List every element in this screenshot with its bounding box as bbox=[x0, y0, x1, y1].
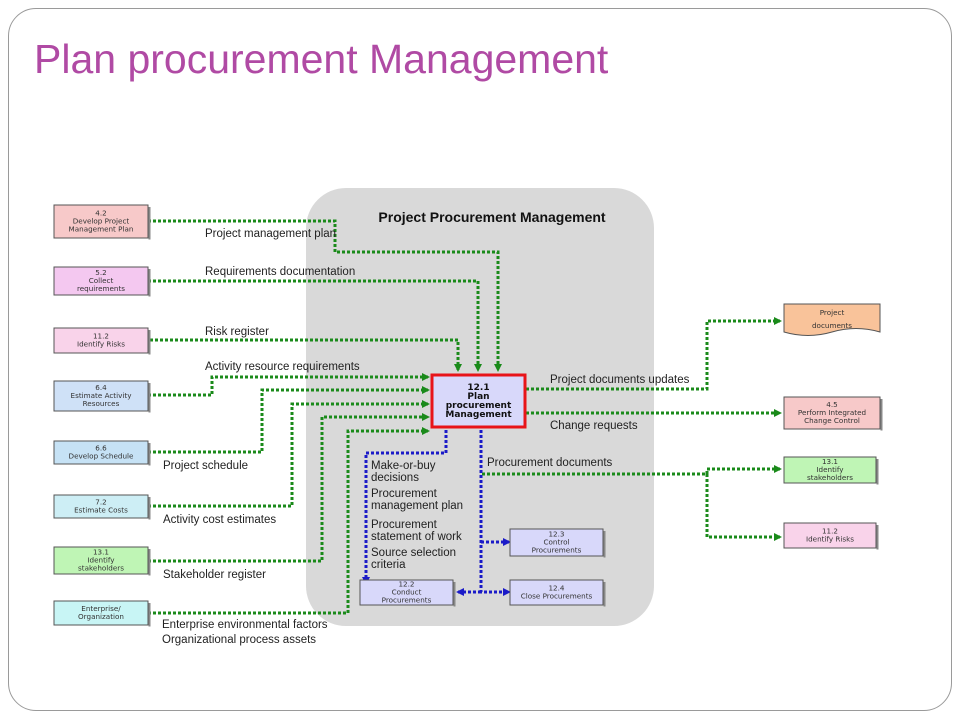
develop-project-management-plan-box-text: 4.2 bbox=[95, 209, 106, 218]
input-label: Organizational process assets bbox=[162, 634, 316, 646]
develop-schedule-box-text: 6.6 bbox=[95, 444, 107, 453]
output-label: Procurement documents bbox=[487, 457, 613, 469]
output-flows bbox=[482, 317, 782, 541]
develop-project-management-plan-box-text: Develop Project bbox=[73, 217, 130, 226]
internal-output-label: Procurement bbox=[371, 519, 438, 531]
conduct-procurements-box-text: Procurements bbox=[382, 596, 432, 605]
input-label: Stakeholder register bbox=[163, 569, 266, 581]
enterprise-organization-box: Enterprise/Organization bbox=[53, 600, 151, 627]
internal-output-label: decisions bbox=[371, 472, 419, 484]
input-flows bbox=[148, 219, 502, 615]
input-label: Activity resource requirements bbox=[205, 361, 360, 373]
develop-schedule-box-text: Develop Schedule bbox=[69, 452, 134, 461]
perform-integrated-change-control-box-text: 4.5 bbox=[826, 400, 837, 409]
input-label: Project management plan bbox=[205, 228, 336, 240]
identify-stakeholders-output-box-text: 13.1 bbox=[822, 457, 838, 466]
close-procurements-box-text: Close Procurements bbox=[521, 592, 593, 601]
close-procurements-box-text: 12.4 bbox=[548, 584, 564, 593]
identify-risks-box-text: Identify Risks bbox=[77, 340, 125, 349]
output-label: Project documents updates bbox=[550, 374, 690, 386]
identify-stakeholders-box-text: Identify bbox=[87, 556, 115, 565]
perform-integrated-change-control-box-text: Perform Integrated bbox=[798, 408, 866, 417]
identify-risks-box-text: 11.2 bbox=[93, 332, 109, 341]
input-label: Activity cost estimates bbox=[163, 514, 276, 526]
internal-output-label: Procurement bbox=[371, 488, 438, 500]
plan-procurement-management-box-text: procurement bbox=[446, 401, 512, 411]
control-procurements-box-text: Procurements bbox=[532, 546, 582, 555]
internal-output-label: Make-or-buy bbox=[371, 460, 436, 472]
estimate-activity-resources-box-text: 6.4 bbox=[95, 383, 107, 392]
identify-stakeholders-output-box-text: Identify bbox=[816, 465, 844, 474]
control-procurements-box-text: 12.3 bbox=[548, 530, 564, 539]
identify-stakeholders-output-box-text: stakeholders bbox=[807, 473, 853, 482]
plan-procurement-management-box-text: Plan bbox=[467, 392, 489, 402]
enterprise-organization-box-text: Enterprise/ bbox=[81, 604, 121, 613]
input-label: Project schedule bbox=[163, 460, 248, 472]
collect-requirements-box-text: Collect bbox=[89, 276, 114, 285]
conduct-procurements-box-text: 12.2 bbox=[398, 580, 414, 589]
input-label: Requirements documentation bbox=[205, 266, 355, 278]
estimate-costs-box-text: 7.2 bbox=[95, 498, 106, 507]
estimate-costs-box-text: Estimate Costs bbox=[74, 506, 128, 515]
identify-risks-output-box-text: Identify Risks bbox=[806, 535, 854, 544]
output-label: Change requests bbox=[550, 420, 638, 432]
project-documents-box: Project documents bbox=[783, 303, 881, 336]
project-documents-box-text: Project bbox=[820, 308, 845, 317]
page-title: Plan procurement Management bbox=[34, 36, 609, 82]
identify-stakeholders-box-text: 13.1 bbox=[93, 548, 109, 557]
enterprise-organization-box-text: Organization bbox=[78, 612, 124, 621]
plan-procurement-management-box-text: 12.1 bbox=[467, 383, 489, 393]
identify-risks-output-box-text: 11.2 bbox=[822, 527, 838, 536]
estimate-activity-resources-box-text: Estimate Activity bbox=[71, 391, 133, 400]
develop-project-management-plan-box-text: Management Plan bbox=[69, 225, 134, 234]
project-documents-box-text: documents bbox=[812, 321, 852, 330]
control-procurements-box-text: Control bbox=[544, 538, 570, 547]
internal-output-label: Source selection bbox=[371, 547, 456, 559]
identify-stakeholders-box-text: stakeholders bbox=[78, 564, 124, 573]
internal-output-label: criteria bbox=[371, 559, 406, 571]
internal-output-label: management plan bbox=[371, 500, 463, 512]
internal-output-label: statement of work bbox=[371, 531, 462, 543]
internal-flows bbox=[362, 430, 511, 596]
perform-integrated-change-control-box-text: Change Control bbox=[804, 416, 860, 425]
conduct-procurements-box-text: Conduct bbox=[392, 588, 422, 597]
collect-requirements-box-text: 5.2 bbox=[95, 268, 106, 277]
region-title: Project Procurement Management bbox=[378, 209, 606, 225]
estimate-activity-resources-box-text: Resources bbox=[83, 399, 120, 408]
input-label: Risk register bbox=[205, 326, 269, 338]
input-label: Enterprise environmental factors bbox=[162, 619, 328, 631]
collect-requirements-box-text: requirements bbox=[77, 284, 125, 293]
plan-procurement-management-box-text: Management bbox=[445, 410, 512, 420]
